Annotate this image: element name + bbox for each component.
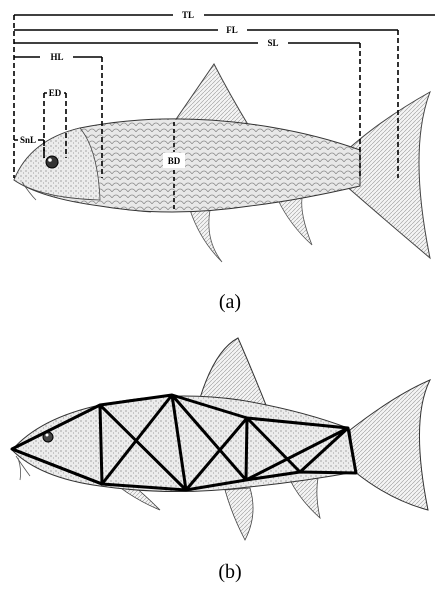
fish-eye	[46, 156, 58, 168]
panel-b: (b)	[12, 338, 430, 583]
panel-b-caption: (b)	[218, 561, 241, 583]
label-bd: BD	[168, 156, 181, 166]
label-hl: HL	[50, 52, 63, 62]
fish-illustration-a	[14, 64, 430, 262]
label-snl: SnL	[20, 135, 36, 145]
anal-fin-b	[290, 478, 320, 518]
pelvic-fin	[190, 210, 222, 262]
fish-illustration-b	[12, 338, 430, 540]
panel-a: TL FL SL HL ED SnL BD (a)	[14, 10, 435, 313]
label-ed: ED	[49, 88, 62, 98]
panel-a-caption: (a)	[219, 291, 241, 313]
label-sl: SL	[267, 38, 278, 48]
anal-fin	[278, 198, 312, 245]
label-tl: TL	[182, 10, 194, 20]
pelvic-fin-b	[225, 488, 253, 540]
label-fl: FL	[226, 25, 238, 35]
caudal-fin-b	[350, 380, 430, 510]
dorsal-fin	[170, 64, 250, 128]
